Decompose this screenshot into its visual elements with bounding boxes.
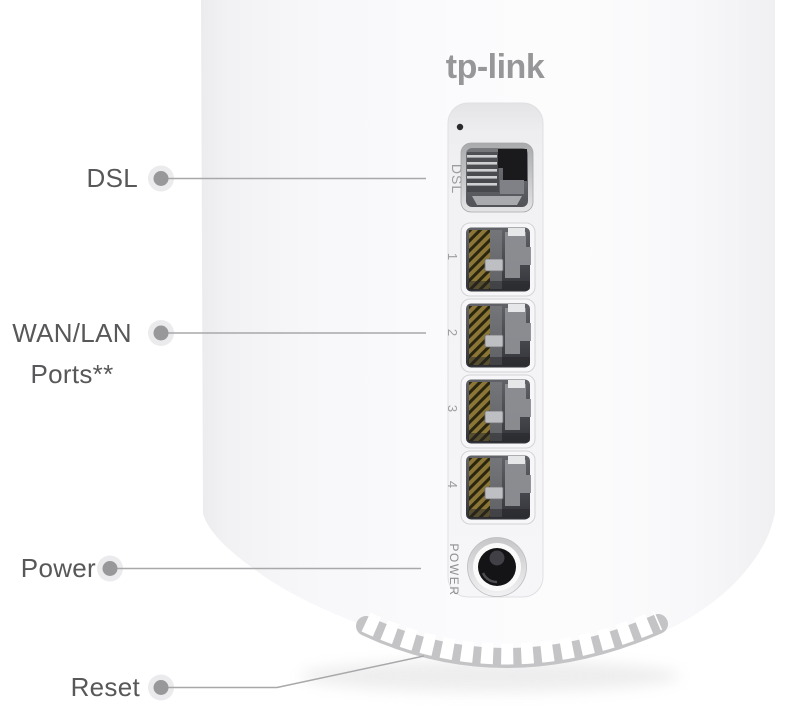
ethernet-port-4-label: 4 bbox=[445, 480, 460, 490]
reset-callout-label: Reset bbox=[70, 672, 140, 702]
dsl-port bbox=[460, 142, 534, 213]
callout-dot-wan bbox=[153, 325, 169, 341]
pinhole-led bbox=[456, 123, 464, 131]
power-jack bbox=[467, 537, 527, 597]
callout-dot-reset bbox=[153, 680, 169, 695]
bottom-vent-teeth bbox=[361, 610, 663, 665]
ethernet-port-3 bbox=[460, 374, 536, 449]
brand-logo: tp-link bbox=[445, 48, 545, 86]
ethernet-port-3-label: 3 bbox=[445, 404, 460, 414]
ethernet-port-2 bbox=[460, 298, 536, 373]
power-port-label: POWER bbox=[447, 543, 461, 597]
wan-lan-callout-label: WAN/LAN Ports** bbox=[0, 313, 144, 395]
dsl-callout-label: DSL bbox=[86, 163, 138, 193]
ethernet-port-2-label: 2 bbox=[445, 328, 460, 338]
wan-lan-callout-line1: WAN/LAN bbox=[12, 318, 132, 348]
ethernet-port-1-label: 1 bbox=[445, 252, 460, 262]
ethernet-port-4 bbox=[460, 450, 536, 525]
power-callout-label: Power bbox=[20, 553, 96, 583]
leader-line-reset bbox=[161, 655, 425, 689]
ethernet-port-1 bbox=[460, 222, 536, 297]
callout-dot-dsl bbox=[153, 171, 169, 186]
wan-lan-callout-line2: Ports** bbox=[30, 359, 114, 389]
base-shadow bbox=[300, 660, 680, 692]
dsl-port-label: DSL bbox=[449, 163, 465, 195]
callout-dot-power bbox=[102, 561, 118, 576]
